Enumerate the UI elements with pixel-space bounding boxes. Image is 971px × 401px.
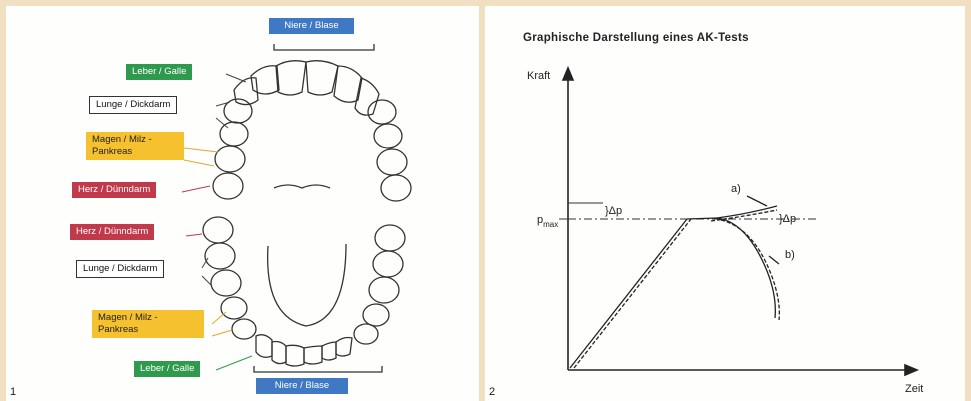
pmax-label-subscript: max [543, 220, 558, 229]
curve-a-dashed [710, 209, 778, 222]
upper-molar-left-2 [212, 172, 244, 200]
label-liver-gallbladder-top: Leber / Galle [126, 64, 193, 80]
lower-premolar-left-1 [220, 296, 248, 320]
arrow-lung-top-2 [215, 117, 229, 129]
lower-premolar-right-2 [353, 323, 379, 345]
teeth-diagram [181, 44, 412, 373]
lower-premolar-right-1 [362, 303, 390, 327]
label-heart-small-intestine-bottom: Herz / Dünndarm [70, 224, 155, 240]
curve-a-leader [746, 195, 768, 207]
label-liver-gallbladder-bottom: Leber / Galle [134, 361, 201, 377]
arrow-stomach-bottom-1 [211, 311, 227, 325]
arrow-heart-top [181, 185, 211, 193]
label-stomach-spleen-pancreas-top: Magen / Milz - Pankreas [86, 132, 184, 160]
upper-canine-left [233, 77, 259, 106]
lower-canine-left [255, 334, 273, 358]
upper-premolar-right-1 [367, 99, 397, 125]
lower-canine-right [335, 336, 353, 357]
pmax-label-main: p [537, 214, 543, 226]
pmax-label: pmax [537, 214, 558, 229]
figure-number-1: 1 [10, 386, 17, 398]
upper-molar-left-1 [214, 145, 246, 173]
upper-incisor-right [305, 60, 339, 96]
x-axis-arrowhead [904, 363, 920, 377]
arrow-lung-top-1 [215, 101, 231, 107]
curve-b-leader [768, 255, 780, 265]
arrow-stomach-top-1 [183, 147, 219, 153]
lower-molar-right-3 [368, 276, 400, 304]
ak-test-graph-panel: Graphische Darstellung eines AK-Tests [485, 6, 965, 401]
y-axis-label: Kraft [527, 70, 550, 82]
upper-premolar-left-2 [219, 121, 249, 147]
upper-premolar-right-2 [373, 123, 403, 149]
tooth-organ-diagram-panel: Niere / Blase Leber / Galle Lunge / Dick… [6, 6, 479, 401]
curve-a-solid [716, 205, 778, 219]
lower-molar-left-2 [204, 242, 236, 270]
arrow-lung-bottom-2 [201, 275, 213, 287]
lower-molar-left-1 [202, 216, 234, 244]
arrow-lung-bottom-1 [201, 257, 209, 269]
palate-line [273, 184, 331, 189]
lower-molar-right-1 [374, 224, 406, 252]
tongue-outline [267, 243, 347, 327]
arrow-stomach-bottom-2 [211, 329, 233, 337]
upper-lateral-right [333, 65, 363, 103]
arrow-heart-bottom [185, 233, 203, 237]
curve-b-label: b) [785, 249, 795, 261]
upper-incisor-left [275, 60, 307, 96]
arrow-stomach-top-2 [183, 159, 215, 167]
arrow-liver-bottom [215, 355, 253, 371]
lower-premolar-left-2 [231, 318, 257, 340]
upper-molar-right-2 [380, 174, 412, 202]
curve-a-label: a) [731, 183, 741, 195]
upper-canine-right [354, 77, 380, 116]
figure-number-2: 2 [489, 386, 496, 398]
lower-molar-right-2 [372, 250, 404, 278]
lower-incisor-left [285, 344, 305, 367]
label-lung-colon-bottom: Lunge / Dickdarm [76, 260, 165, 278]
delta-p-left: }Δp [605, 205, 622, 217]
force-time-graph: Kraft Zeit pmax }Δp }Δp a) b) [527, 65, 923, 395]
arrow-liver-top [225, 73, 247, 83]
curve-rise-solid [569, 218, 688, 369]
lower-lateral-left [271, 340, 287, 365]
delta-p-right: }Δp [779, 213, 796, 225]
upper-lateral-left [250, 65, 280, 95]
curve-plateau [686, 217, 718, 220]
lower-molar-left-3 [210, 269, 242, 297]
upper-brace [273, 44, 375, 51]
curve-b-dashed [720, 219, 780, 321]
chart-title: Graphische Darstellung eines AK-Tests [523, 32, 749, 44]
upper-molar-right-1 [376, 148, 408, 176]
label-lung-colon-top: Lunge / Dickdarm [89, 96, 178, 114]
label-kidney-bladder-top: Niere / Blase [269, 18, 354, 34]
x-axis-label: Zeit [905, 383, 923, 395]
curve-rise-dashed [573, 218, 692, 369]
curve-b-solid [716, 217, 776, 319]
lower-incisor-right [303, 345, 323, 365]
label-kidney-bladder-bottom: Niere / Blase [256, 378, 348, 394]
lower-lateral-right [321, 341, 337, 361]
label-heart-small-intestine-top: Herz / Dünndarm [72, 182, 157, 198]
lower-brace [253, 366, 383, 373]
y-axis-arrowhead [561, 65, 575, 81]
label-stomach-spleen-pancreas-bottom: Magen / Milz - Pankreas [92, 310, 204, 338]
